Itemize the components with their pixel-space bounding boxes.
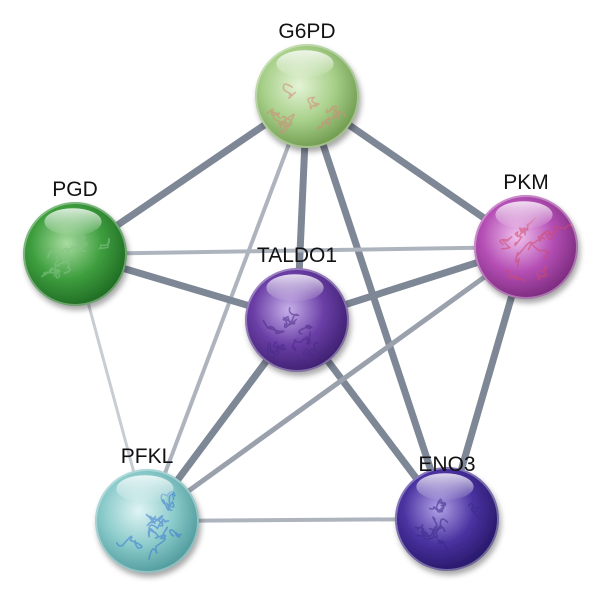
edge-g6pd-pfkl: [145, 95, 309, 522]
node-pkm[interactable]: [474, 195, 578, 299]
node-highlight: [44, 208, 102, 236]
protein-structure-icon: [414, 498, 487, 553]
edge-pkm-pfkl: [145, 244, 528, 524]
edge-pgd-pkm: [74, 245, 527, 256]
node-label-taldo1: TALDO1: [257, 244, 337, 267]
node-highlight: [116, 475, 174, 503]
node-label-pfkl: PFKL: [121, 445, 174, 468]
protein-structure-icon: [115, 490, 182, 560]
node-eno3[interactable]: [395, 467, 499, 571]
node-highlight: [266, 274, 324, 302]
protein-structure-icon: [266, 83, 347, 134]
node-label-g6pd: G6PD: [278, 20, 335, 43]
protein-structure-icon: [262, 307, 319, 360]
node-highlight: [276, 50, 334, 78]
node-highlight: [495, 201, 553, 229]
node-label-pkm: PKM: [503, 171, 549, 194]
node-highlight: [416, 473, 474, 501]
edge-g6pd-eno3: [303, 94, 451, 521]
node-pgd[interactable]: [23, 202, 127, 306]
node-taldo1[interactable]: [245, 268, 349, 372]
protein-structure-icon: [40, 233, 111, 279]
node-pfkl[interactable]: [95, 469, 199, 573]
node-g6pd[interactable]: [255, 44, 359, 148]
node-label-eno3: ENO3: [418, 453, 475, 476]
node-label-pgd: PGD: [52, 178, 98, 201]
protein-structure-icon: [499, 216, 573, 283]
